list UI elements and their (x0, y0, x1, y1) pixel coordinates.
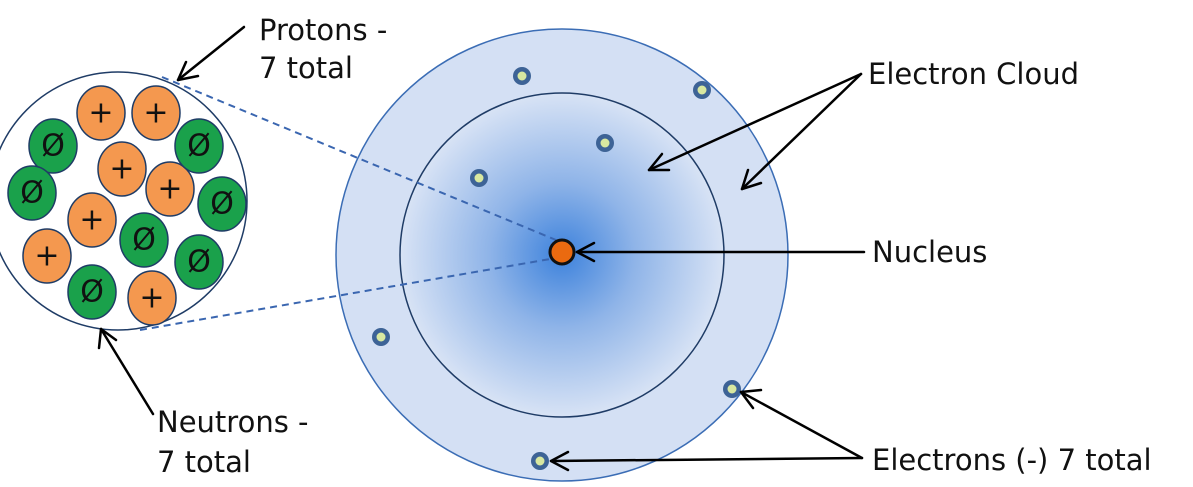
proton-6: + (22, 228, 72, 284)
electrons-arrow-lower (549, 450, 864, 472)
electron-3 (596, 134, 614, 152)
neutron-sign: Ø (210, 187, 234, 222)
neutrons-arrow (97, 327, 155, 416)
electron-cloud-arrow-inner (647, 72, 863, 172)
protons-label-line1: Protons - (259, 13, 387, 47)
neutron-5: Ø (119, 212, 169, 268)
proton-sign: + (139, 281, 164, 316)
neutron-sign: Ø (41, 129, 65, 164)
protons-arrow (176, 25, 246, 82)
electron-4 (470, 169, 488, 187)
neutron-2: Ø (174, 118, 224, 174)
electrons-label: Electrons (-) 7 total (872, 443, 1152, 477)
neutrons-label-line1: Neutrons - (157, 405, 309, 439)
protons-label-line2: 7 total (259, 51, 353, 85)
neutron-sign: Ø (187, 129, 211, 164)
electron-cloud-arrow-outer (740, 72, 863, 191)
proton-1: + (76, 85, 126, 141)
proton-4: + (145, 161, 195, 217)
electrons-arrow-upper (739, 388, 864, 460)
neutron-sign: Ø (187, 245, 211, 280)
proton-2: + (131, 85, 181, 141)
proton-sign: + (79, 203, 104, 238)
nucleus (548, 238, 576, 266)
proton-sign: + (88, 96, 113, 131)
proton-7: + (127, 270, 177, 326)
electron-7 (531, 452, 549, 470)
neutron-6: Ø (174, 234, 224, 290)
electron-6 (723, 380, 741, 398)
proton-sign: + (109, 152, 134, 187)
electron-1 (513, 67, 531, 85)
neutron-3: Ø (7, 165, 57, 221)
proton-5: + (67, 192, 117, 248)
zoom-connector-bottom (139, 257, 557, 331)
neutrons-label-line2: 7 total (157, 445, 251, 479)
proton-3: + (97, 141, 147, 197)
electron-cloud-label: Electron Cloud (868, 57, 1079, 91)
nucleus-arrow (575, 241, 866, 263)
neutron-sign: Ø (20, 176, 44, 211)
electron-2 (693, 81, 711, 99)
proton-sign: + (34, 239, 59, 274)
arrows (97, 25, 866, 472)
neutron-sign: Ø (80, 275, 104, 310)
proton-sign: + (143, 96, 168, 131)
electron-5 (372, 328, 390, 346)
proton-sign: + (157, 172, 182, 207)
neutron-1: Ø (28, 118, 78, 174)
nucleus-label: Nucleus (872, 235, 987, 269)
neutron-7: Ø (67, 264, 117, 320)
neutron-sign: Ø (132, 223, 156, 258)
neutron-4: Ø (197, 176, 247, 232)
